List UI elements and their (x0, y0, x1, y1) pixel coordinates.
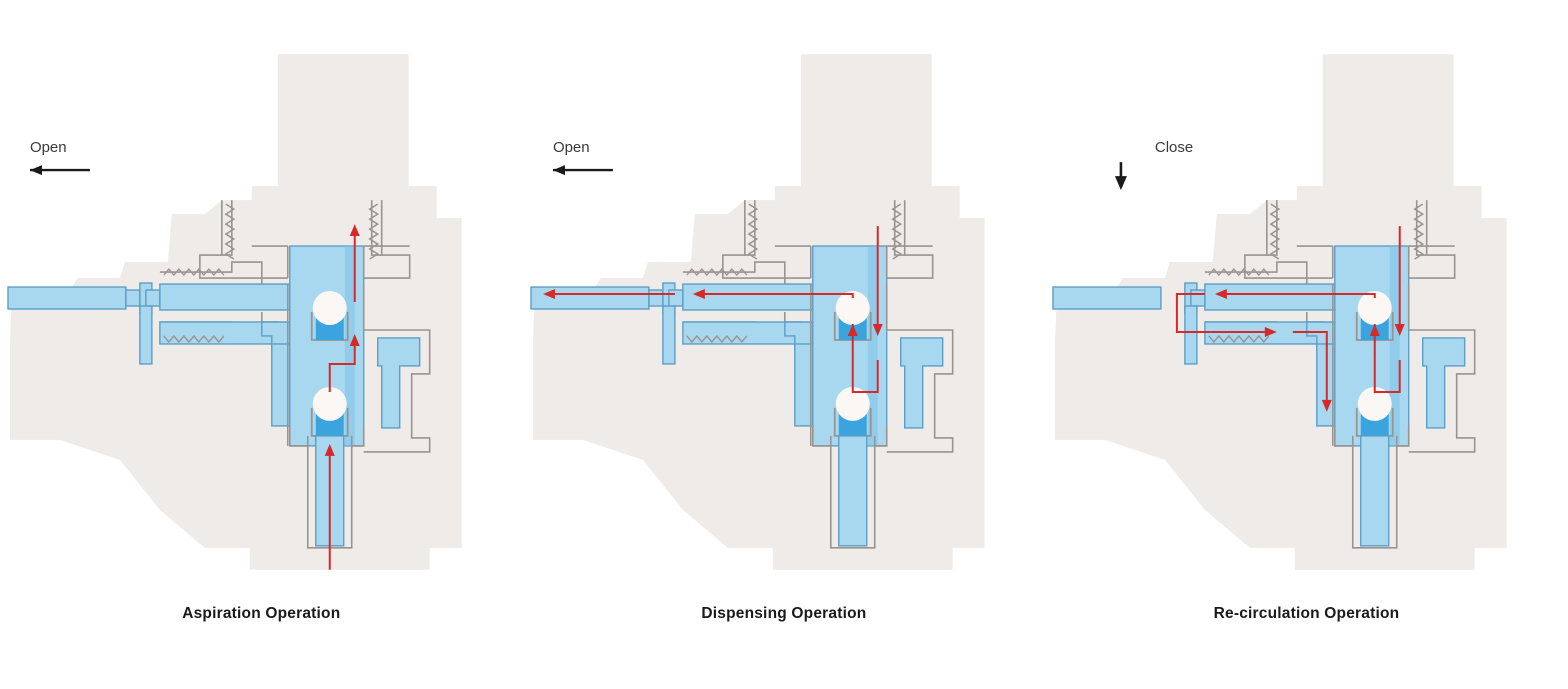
thread-upper-port-top (1208, 267, 1270, 277)
thread-right (368, 203, 380, 260)
flow-arrow-return-elbow (1176, 293, 1212, 333)
central-valve-column-fluid (811, 245, 888, 447)
flow-arrow-outlet-left-upper (692, 289, 854, 300)
inlet-pipe-fluid (7, 282, 161, 365)
lower-check-valve (310, 386, 349, 437)
flow-arrows (542, 226, 883, 393)
thread-upper-port-top (685, 267, 747, 277)
state-indicator: Open (552, 139, 613, 176)
body-inner-outline (251, 245, 410, 446)
flow-arrow-check-valve-up (1369, 323, 1401, 393)
valve-body-casting (532, 54, 985, 570)
side-outlet-port (886, 329, 954, 453)
upper-check-valve (310, 291, 349, 341)
panel-re-circulation: Close (1045, 0, 1568, 689)
side-outlet-port (1408, 329, 1476, 453)
nozzle-stem-fluid (837, 435, 868, 547)
thread-lower-port (163, 334, 225, 344)
nozzle-stem-fluid (1360, 435, 1390, 547)
flow-arrow-upper-bore-down (872, 226, 883, 336)
valve-body-casting (1055, 54, 1507, 570)
body-inner-outline (774, 245, 933, 446)
state-label: Open (553, 139, 590, 156)
flow-arrows (324, 224, 360, 570)
nozzle-outline (1334, 425, 1410, 549)
thread-right (1413, 203, 1425, 260)
state-indicator: Close (1115, 139, 1193, 191)
flow-arrow-mid-riser-up (328, 333, 360, 392)
flow-arrow-outlet-left-tip (542, 289, 675, 300)
inlet-pipe-fluid-disconnected (1052, 286, 1162, 310)
side-outlet-port (363, 329, 431, 453)
thread-left (1269, 203, 1281, 260)
state-arrow-left-icon (552, 165, 613, 176)
upper-horizontal-channel-fluid (159, 283, 291, 311)
flow-arrows (1176, 226, 1405, 412)
flow-arrow-bottom-inlet-up (324, 443, 335, 570)
flow-arrow-return-right-lower (1211, 326, 1278, 337)
flow-arrow-check-valve-up (847, 323, 879, 393)
valve-body-casting (9, 54, 462, 570)
flow-arrow-return-down (1292, 330, 1332, 412)
state-arrow-left-icon (29, 165, 90, 176)
thread-right (890, 203, 902, 260)
thread-lower-port (1208, 334, 1270, 344)
state-indicator: Open (29, 139, 90, 176)
thread-upper-port-top (163, 267, 225, 277)
re-circulation-illustration: Close (1045, 40, 1568, 590)
thread-lower-port (685, 334, 747, 344)
aspiration-illustration: Open (0, 40, 523, 590)
caption-dispensing: Dispensing Operation (701, 605, 867, 622)
caption-aspiration: Aspiration Operation (182, 605, 341, 622)
thread-left (747, 203, 758, 260)
flow-arrow-return-left-upper (1215, 289, 1376, 300)
state-label: Open (30, 139, 67, 156)
panel-dispensing: Open (523, 0, 1046, 689)
lower-check-valve (1356, 386, 1394, 437)
state-arrow-down-icon (1115, 162, 1128, 191)
flow-arrow-upper-bore-up (349, 224, 360, 303)
panel-aspiration: Open (0, 0, 523, 689)
caption-re-circulation: Re-circulation Operation (1213, 605, 1400, 622)
body-inner-outline (1296, 245, 1455, 446)
state-label: Close (1155, 139, 1193, 156)
dispensing-illustration: Open (523, 40, 1046, 590)
thread-left (224, 203, 236, 260)
nozzle-outline (811, 425, 888, 549)
lower-check-valve (833, 386, 872, 437)
flow-arrow-upper-bore-down (1394, 226, 1405, 336)
